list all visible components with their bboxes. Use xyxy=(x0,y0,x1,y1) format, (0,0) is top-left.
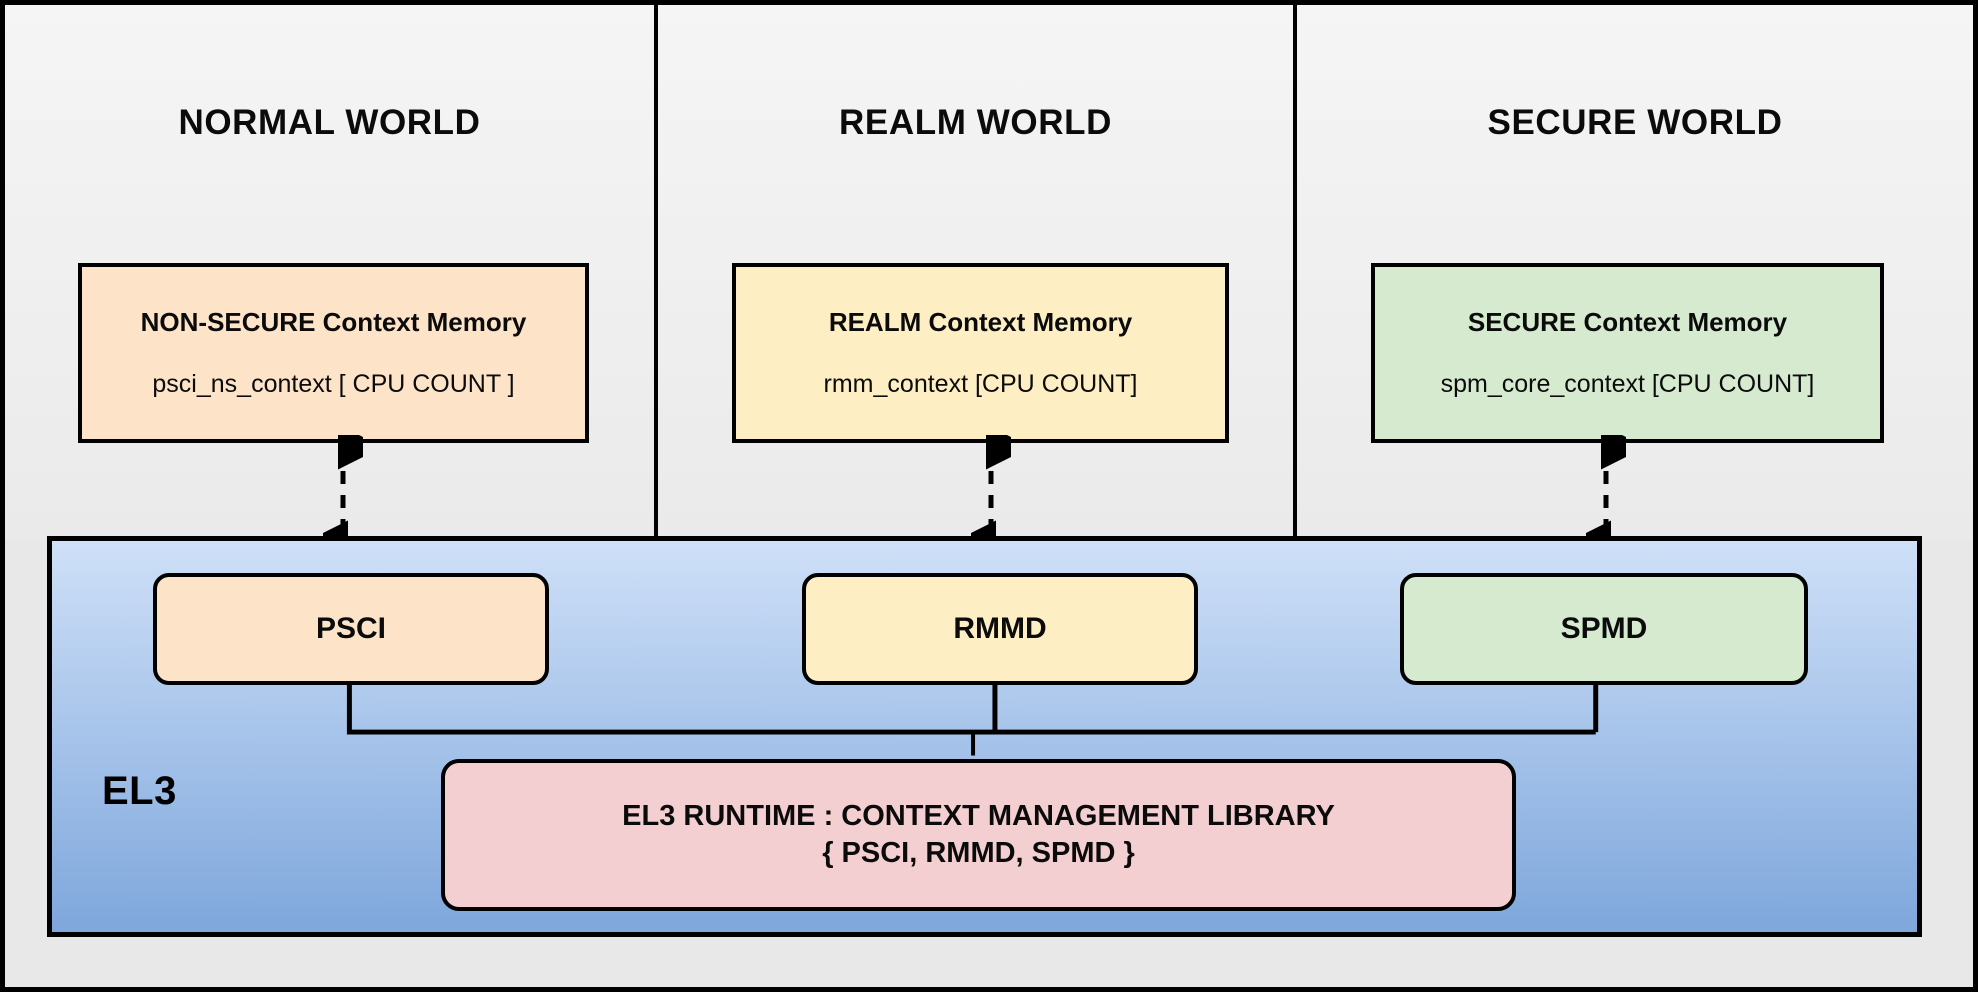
dispatcher-label-spmd: SPMD xyxy=(1560,612,1648,645)
el3-runtime-line-2: { PSCI, RMMD, SPMD } xyxy=(822,837,1135,869)
world-column-secure: SECURE WORLD xyxy=(1297,5,1973,540)
dispatcher-label-psci: PSCI xyxy=(315,612,387,645)
context-memory-box-realm: REALM Context Memory rmm_context [CPU CO… xyxy=(732,263,1229,443)
el3-runtime-box[interactable]: EL3 RUNTIME : CONTEXT MANAGEMENT LIBRARY… xyxy=(441,759,1516,911)
dispatcher-box-psci[interactable]: PSCI xyxy=(153,573,549,685)
world-column-normal: NORMAL WORLD xyxy=(5,5,654,540)
world-divider-2 xyxy=(1293,5,1297,540)
context-memory-symbol-secure: spm_core_context [CPU COUNT] xyxy=(1440,370,1815,398)
el3-runtime-line-1: EL3 RUNTIME : CONTEXT MANAGEMENT LIBRARY xyxy=(622,799,1335,832)
world-title-secure: SECURE WORLD xyxy=(1487,103,1783,142)
world-title-realm: REALM WORLD xyxy=(839,103,1112,142)
world-column-realm: REALM WORLD xyxy=(658,5,1293,540)
dispatcher-box-spmd[interactable]: SPMD xyxy=(1400,573,1808,685)
context-memory-box-non-secure: NON-SECURE Context Memory psci_ns_contex… xyxy=(78,263,589,443)
dispatcher-label-rmmd: RMMD xyxy=(953,612,1047,645)
context-memory-title-non-secure: NON-SECURE Context Memory xyxy=(140,307,527,337)
context-memory-title-realm: REALM Context Memory xyxy=(828,307,1133,337)
world-title-normal: NORMAL WORLD xyxy=(178,103,481,142)
el3-container: PSCI RMMD SPMD EL3 EL3 RUNTIME : CONTEXT… xyxy=(47,536,1922,937)
el3-label: EL3 xyxy=(102,769,177,813)
context-memory-symbol-non-secure: psci_ns_context [ CPU COUNT ] xyxy=(152,370,515,398)
context-memory-symbol-realm: rmm_context [CPU COUNT] xyxy=(823,370,1138,398)
context-memory-box-secure: SECURE Context Memory spm_core_context [… xyxy=(1371,263,1884,443)
world-divider-1 xyxy=(654,5,658,540)
context-memory-title-secure: SECURE Context Memory xyxy=(1467,307,1788,337)
dashed-arrow-icon-realm xyxy=(971,435,1011,555)
dispatcher-box-rmmd[interactable]: RMMD xyxy=(802,573,1198,685)
dashed-arrow-icon-secure xyxy=(1586,435,1626,555)
dashed-arrow-icon-non-secure xyxy=(323,435,363,555)
